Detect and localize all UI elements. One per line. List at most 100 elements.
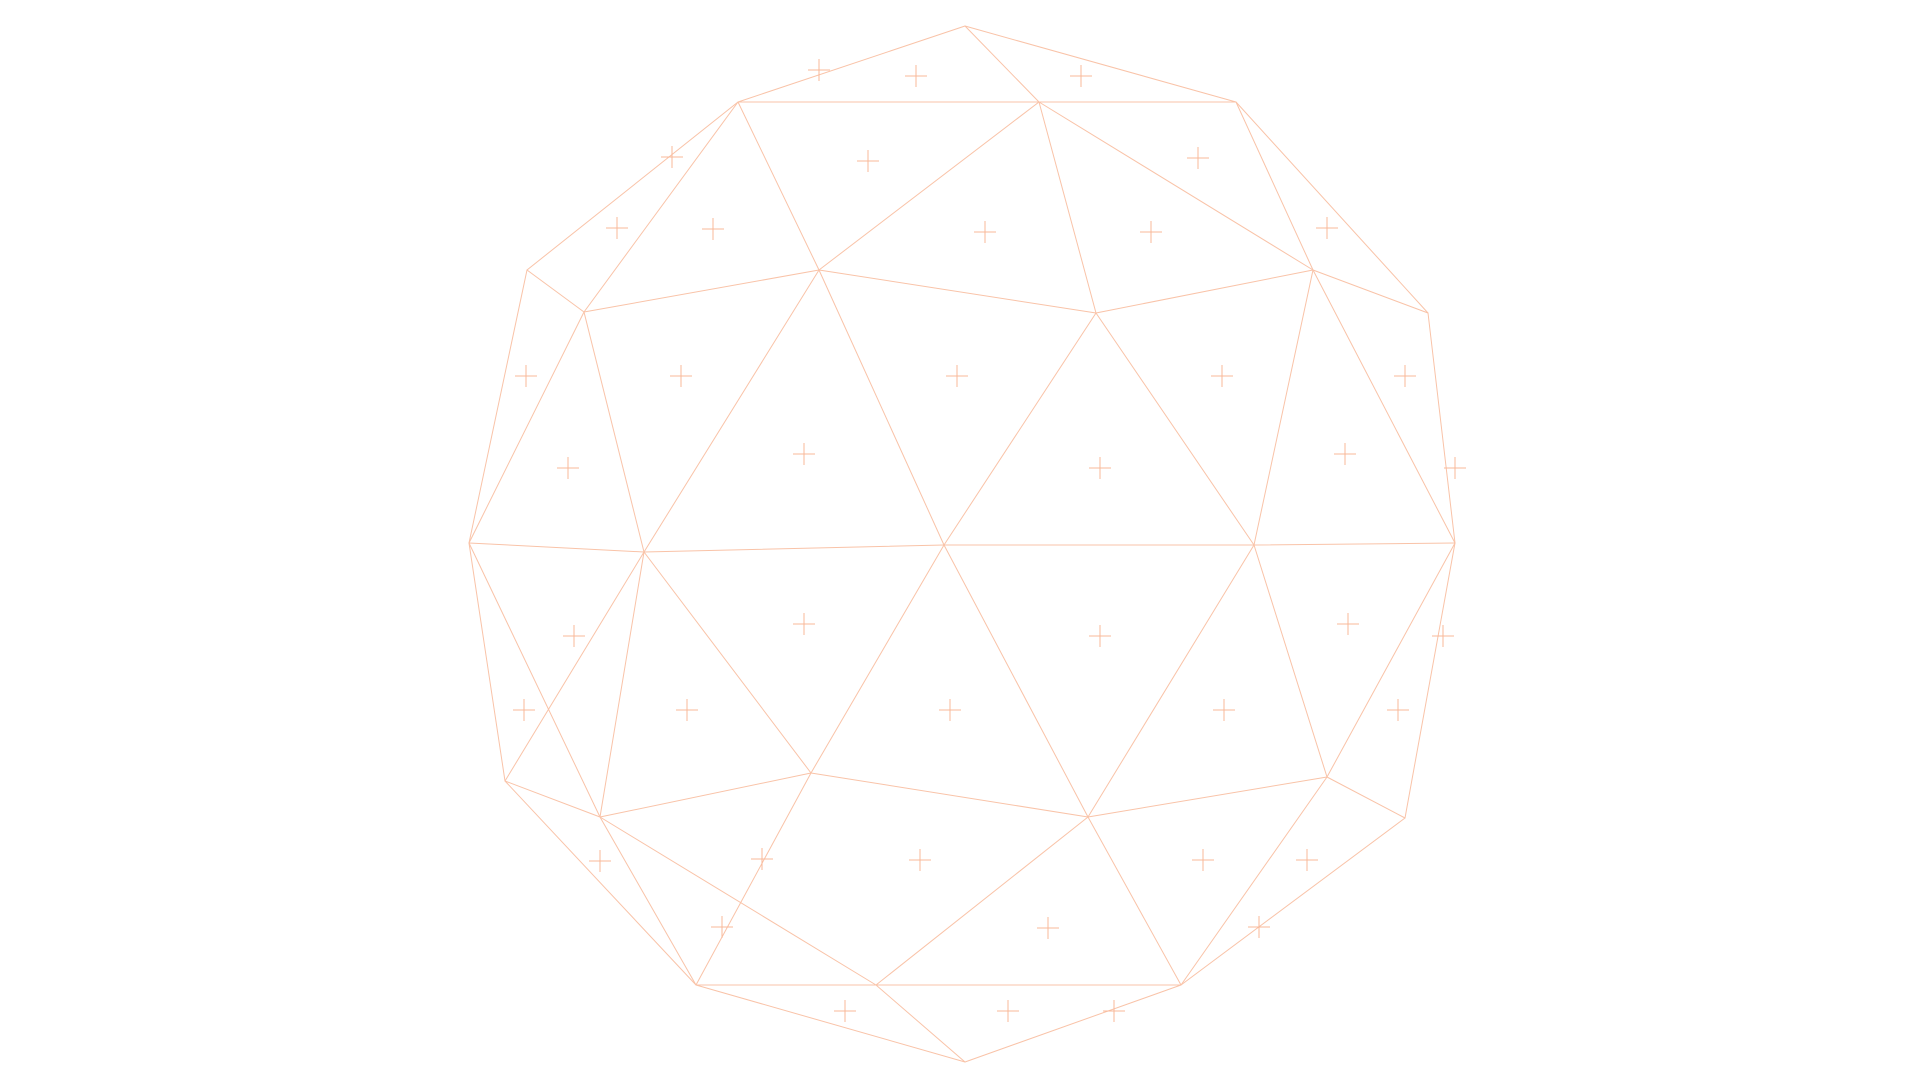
plus-icon xyxy=(939,699,961,721)
triangle-edge xyxy=(1038,101,1097,314)
triangle-edge xyxy=(943,312,1097,546)
triangle-edge xyxy=(526,101,739,271)
triangle-edge xyxy=(964,984,1182,1063)
triangle-edge xyxy=(1253,542,1456,546)
edge-group xyxy=(468,25,1456,1063)
triangle-edge xyxy=(810,544,945,774)
triangle-edge xyxy=(468,269,528,544)
plus-icon xyxy=(1211,365,1233,387)
triangle-edge xyxy=(964,25,1237,103)
triangle-edge xyxy=(1326,776,1406,819)
triangle-edge xyxy=(737,101,820,271)
plus-icon xyxy=(1213,699,1235,721)
triangle-edge xyxy=(504,780,697,986)
plus-icon xyxy=(857,150,879,172)
plus-icon xyxy=(1140,221,1162,243)
plus-icon xyxy=(1387,699,1409,721)
triangle-edge xyxy=(875,984,966,1063)
plus-icon xyxy=(834,1000,856,1022)
triangle-edge xyxy=(1312,269,1429,314)
triangle-edge xyxy=(643,551,812,774)
plus-icon xyxy=(1337,613,1359,635)
plus-icon xyxy=(997,1000,1019,1022)
plus-icon xyxy=(711,916,733,938)
triangle-edge xyxy=(1180,776,1328,986)
triangle-edge xyxy=(943,544,1089,818)
triangle-edge xyxy=(1095,269,1314,314)
triangle-edge xyxy=(599,816,697,986)
plus-icon xyxy=(589,850,611,872)
plus-icon xyxy=(1103,1000,1125,1022)
plus-icon xyxy=(557,457,579,479)
triangle-edge xyxy=(643,544,945,553)
plus-icon xyxy=(1192,849,1214,871)
plus-icon xyxy=(751,848,773,870)
triangle-edge xyxy=(1253,269,1314,546)
plus-icon xyxy=(515,365,537,387)
triangle-edge xyxy=(875,816,1089,986)
triangle-edge xyxy=(1087,816,1182,986)
triangle-edge xyxy=(1312,269,1456,544)
triangle-edge xyxy=(468,542,601,818)
plus-icon xyxy=(974,221,996,243)
plus-icon xyxy=(513,699,535,721)
plus-icon xyxy=(1296,849,1318,871)
triangle-edge xyxy=(818,269,945,546)
plus-icon xyxy=(1248,916,1270,938)
triangle-edge xyxy=(1326,542,1456,778)
plus-icon xyxy=(606,217,628,239)
plus-icon xyxy=(793,443,815,465)
plus-icon xyxy=(1089,625,1111,647)
plus-icon xyxy=(1432,625,1454,647)
triangle-edge xyxy=(583,311,645,553)
plus-icon xyxy=(1394,365,1416,387)
triangle-edge xyxy=(583,269,820,313)
plus-icon xyxy=(1334,443,1356,465)
triangle-edge xyxy=(643,269,820,553)
triangle-edge xyxy=(818,269,1097,314)
triangle-edge xyxy=(504,551,645,782)
triangle-edge xyxy=(695,772,812,986)
triangle-edge xyxy=(468,311,585,544)
triangle-edge xyxy=(468,542,645,553)
triangle-edge xyxy=(1180,817,1406,986)
triangle-edge xyxy=(599,772,812,818)
triangle-edge xyxy=(599,551,645,818)
plus-icon xyxy=(670,365,692,387)
triangle-edge xyxy=(818,101,1040,271)
triangle-edge xyxy=(1038,101,1314,271)
plus-icon xyxy=(1444,457,1466,479)
triangle-edge xyxy=(695,984,966,1063)
triangle-edge xyxy=(1095,312,1255,546)
triangle-edge xyxy=(526,269,585,313)
triangle-edge xyxy=(468,542,506,782)
plus-icon xyxy=(1037,917,1059,939)
plus-icon xyxy=(808,59,830,81)
plus-icon xyxy=(909,849,931,871)
triangle-edge xyxy=(810,772,1089,818)
triangle-edge xyxy=(1404,542,1456,819)
triangle-edge xyxy=(1235,101,1429,314)
plus-icon xyxy=(702,218,724,240)
plus-icon xyxy=(1316,217,1338,239)
plus-icon xyxy=(563,625,585,647)
plus-icon xyxy=(1089,457,1111,479)
triangle-edge xyxy=(1235,101,1314,271)
triangle-edge xyxy=(964,25,1040,103)
plus-icon xyxy=(1070,65,1092,87)
plus-icon xyxy=(793,613,815,635)
plus-icon xyxy=(661,146,683,168)
triangle-edge xyxy=(1087,544,1255,818)
triangle-edge xyxy=(1253,544,1328,778)
triangle-edge xyxy=(737,25,966,103)
triangle-edge xyxy=(504,780,601,818)
triangle-edge xyxy=(599,816,877,986)
plus-icon xyxy=(1187,147,1209,169)
marker-group xyxy=(513,59,1466,1022)
plus-icon xyxy=(905,65,927,87)
triangle-edge xyxy=(583,101,739,313)
plus-icon xyxy=(676,699,698,721)
triangle-edge xyxy=(1427,312,1456,544)
